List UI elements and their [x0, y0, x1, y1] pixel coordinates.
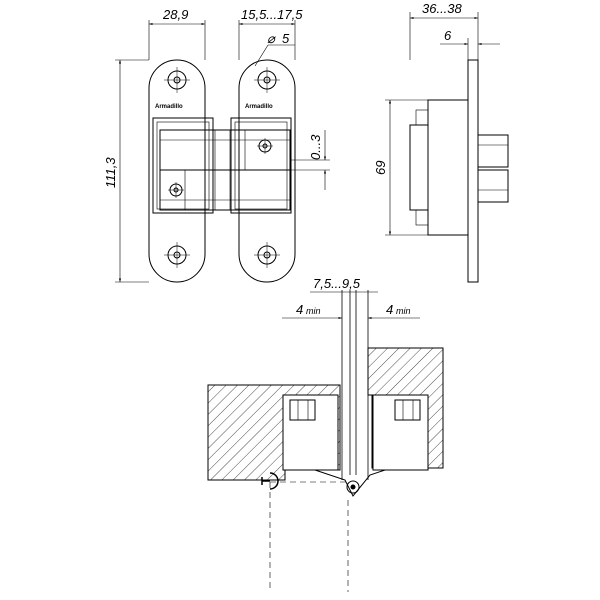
lever-lower	[159, 169, 291, 211]
dim-body-height: 69	[373, 161, 388, 175]
right-body	[230, 117, 292, 214]
side-body	[427, 99, 469, 236]
dim-adjust-range: 0...3	[308, 134, 323, 160]
side-view: 36...38 6 69	[373, 1, 509, 283]
adjust-screw-icon	[257, 138, 273, 154]
left-plate	[148, 59, 206, 283]
adjust-screw-icon	[168, 182, 184, 198]
dim-min-right: 4	[386, 302, 393, 317]
dim-depth: 36...38	[422, 1, 463, 16]
door-open-outline	[269, 481, 349, 592]
side-pin-upper	[477, 134, 509, 168]
dim-axis-offset: 15,5...17,5	[241, 7, 303, 22]
pivot-icon	[346, 480, 360, 494]
side-flange	[467, 59, 479, 283]
dim-plate-width: 28,9	[162, 7, 188, 22]
lever-upper	[159, 129, 291, 171]
section-view: 7,5...9,5 4 min 4 min	[207, 276, 444, 592]
mounting-hole	[254, 67, 280, 93]
front-view: Armadillo Armadillo	[103, 7, 330, 283]
dim-plate-thickness: 6	[444, 28, 452, 43]
arc-indicator-icon	[261, 477, 270, 485]
side-pin-lower	[477, 169, 509, 203]
dim-total-height: 111,3	[103, 157, 118, 188]
dim-hole-diameter-symbol: ⌀	[267, 31, 276, 46]
mounting-hole	[254, 242, 280, 268]
left-body	[152, 117, 214, 214]
dim-gap-range: 7,5...9,5	[313, 276, 361, 291]
mounting-hole	[164, 67, 190, 93]
dim-min-left-unit: min	[306, 306, 321, 316]
brand-label-right: Armadillo	[245, 104, 273, 110]
right-plate	[238, 59, 296, 283]
dim-min-left: 4	[296, 302, 303, 317]
mounting-hole	[164, 242, 190, 268]
brand-label-left: Armadillo	[155, 104, 183, 110]
dim-hole-diameter: 5	[282, 31, 290, 46]
dim-min-right-unit: min	[396, 306, 411, 316]
